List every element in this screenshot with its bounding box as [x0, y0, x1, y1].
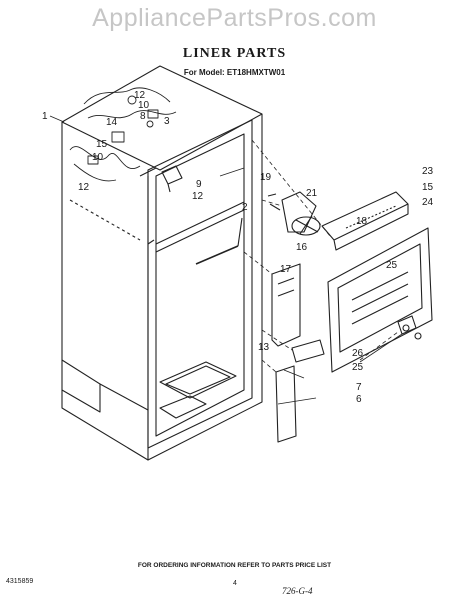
handwritten-note: 726-G-4 — [282, 586, 313, 596]
document-number: 4315859 — [6, 578, 34, 585]
callout-26: 26 — [352, 348, 364, 359]
air-duct — [271, 263, 301, 347]
evaporator-cover-24 — [327, 227, 433, 373]
callout-18: 18 — [356, 216, 368, 227]
callout-14: 14 — [106, 117, 118, 128]
control-housing-23 — [321, 191, 409, 251]
callout-7: 7 — [356, 382, 362, 393]
watermark: AppliancePartsPros.com — [92, 4, 377, 32]
callout-15a: 15 — [96, 139, 108, 150]
callout-16: 16 — [296, 242, 308, 253]
page-number: 4 — [233, 580, 237, 587]
callout-25a: 25 — [386, 260, 398, 271]
callout-3: 3 — [164, 116, 170, 127]
callout-10b: 10 — [92, 152, 104, 163]
callout-8: 8 — [140, 111, 146, 122]
callout-1: 1 — [42, 111, 48, 122]
callout-15b: 15 — [422, 182, 434, 193]
baffle-7 — [291, 339, 325, 363]
callout-17: 17 — [280, 264, 292, 275]
part-2-tube — [195, 217, 243, 265]
callout-21: 21 — [306, 188, 318, 199]
callout-23: 23 — [422, 166, 434, 177]
liner-cabinet — [61, 65, 263, 461]
callout-12b: 12 — [78, 182, 90, 193]
top-wiring-cluster — [69, 87, 177, 182]
callout-2: 2 — [242, 202, 248, 213]
screws — [397, 315, 422, 340]
plate-6 — [275, 365, 297, 443]
callout-19: 19 — [260, 172, 272, 183]
callout-6: 6 — [356, 394, 362, 405]
callout-12c: 12 — [192, 191, 204, 202]
callout-9: 9 — [196, 179, 202, 190]
fan-assembly — [267, 191, 321, 236]
alignment-lines — [243, 139, 399, 373]
callout-12a: 12 — [134, 90, 146, 101]
callout-10a: 10 — [138, 100, 150, 111]
callout-labels: 1 12 10 8 3 14 15 10 12 9 12 2 19 21 18 … — [42, 90, 434, 405]
model-line: For Model: ET18HMXTW01 — [183, 68, 286, 77]
callout-13: 13 — [258, 342, 270, 353]
leader-lines — [49, 115, 403, 405]
part-9-bracket — [161, 165, 183, 193]
callout-25b: 25 — [352, 362, 364, 373]
ordering-note: FOR ORDERING INFORMATION REFER TO PARTS … — [137, 562, 332, 569]
page-title: LINER PARTS — [182, 46, 287, 61]
callout-24: 24 — [422, 197, 434, 208]
